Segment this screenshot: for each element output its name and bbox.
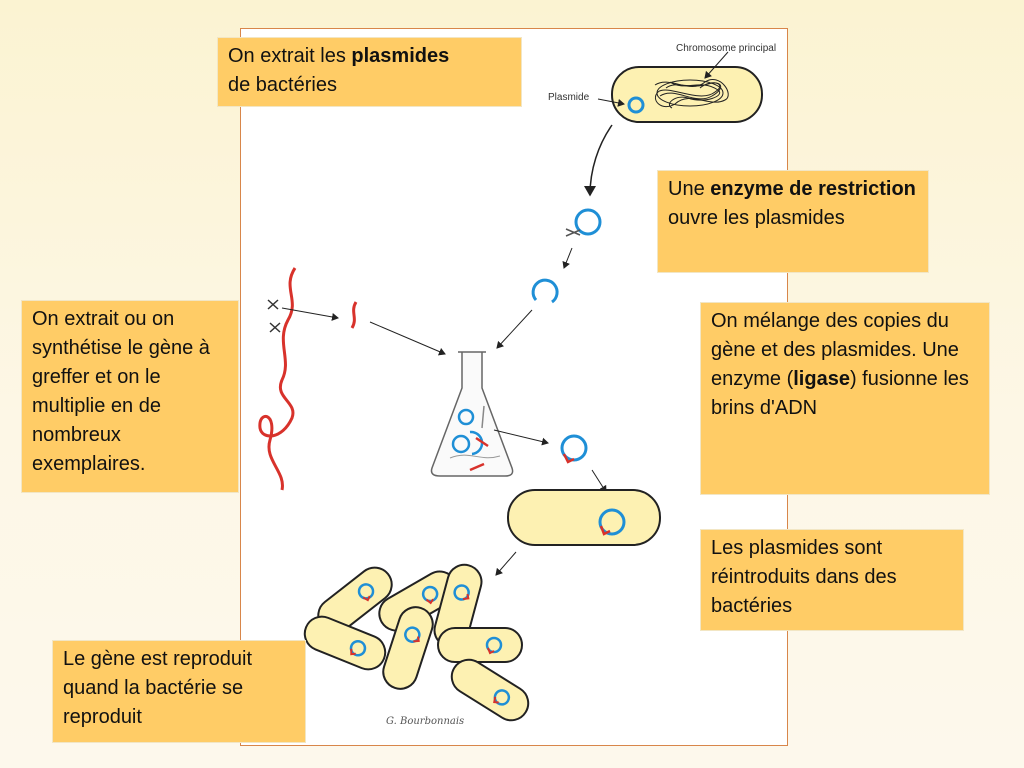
plasmid-in-bacterium — [627, 96, 645, 114]
plasmid-label: Plasmide — [548, 92, 590, 103]
arrow-extract — [584, 124, 613, 197]
step-reintroduce: Les plasmides sont réintroduits dans des… — [700, 529, 964, 631]
step-ligase: On mélange des copies du gène et des pla… — [700, 302, 990, 495]
chromosome-tangle — [654, 79, 729, 109]
step-reproduce: Le gène est reproduit quand la bactérie … — [52, 640, 306, 743]
scissors-icon — [565, 228, 581, 237]
cut-marks — [267, 299, 281, 333]
gene-fragment — [350, 301, 358, 329]
chromosome-label: Chromosome principal — [676, 43, 777, 54]
opened-plasmid — [531, 278, 559, 304]
colony-bacterium — [437, 627, 523, 663]
colony-bacterium — [303, 615, 387, 671]
colony-bacterium — [450, 658, 530, 722]
recipient-bacterium — [507, 489, 661, 546]
source-bacterium — [597, 51, 763, 123]
signature: G. Bourbonnais — [386, 716, 465, 727]
step-gene-extraction: On extrait ou on synthétise le gène à gr… — [21, 300, 239, 493]
step-restriction-enzyme: Une enzyme de restriction ouvre les plas… — [657, 170, 929, 273]
mixing-flask — [430, 351, 514, 477]
colony-bacterium — [433, 563, 483, 649]
colony-bacterium — [382, 606, 434, 690]
bacteria-colony — [303, 563, 530, 722]
extracted-plasmid — [574, 208, 602, 236]
gene-strand — [258, 267, 297, 491]
step-extract-plasmids: On extrait les plasmides de bactéries — [217, 37, 522, 107]
